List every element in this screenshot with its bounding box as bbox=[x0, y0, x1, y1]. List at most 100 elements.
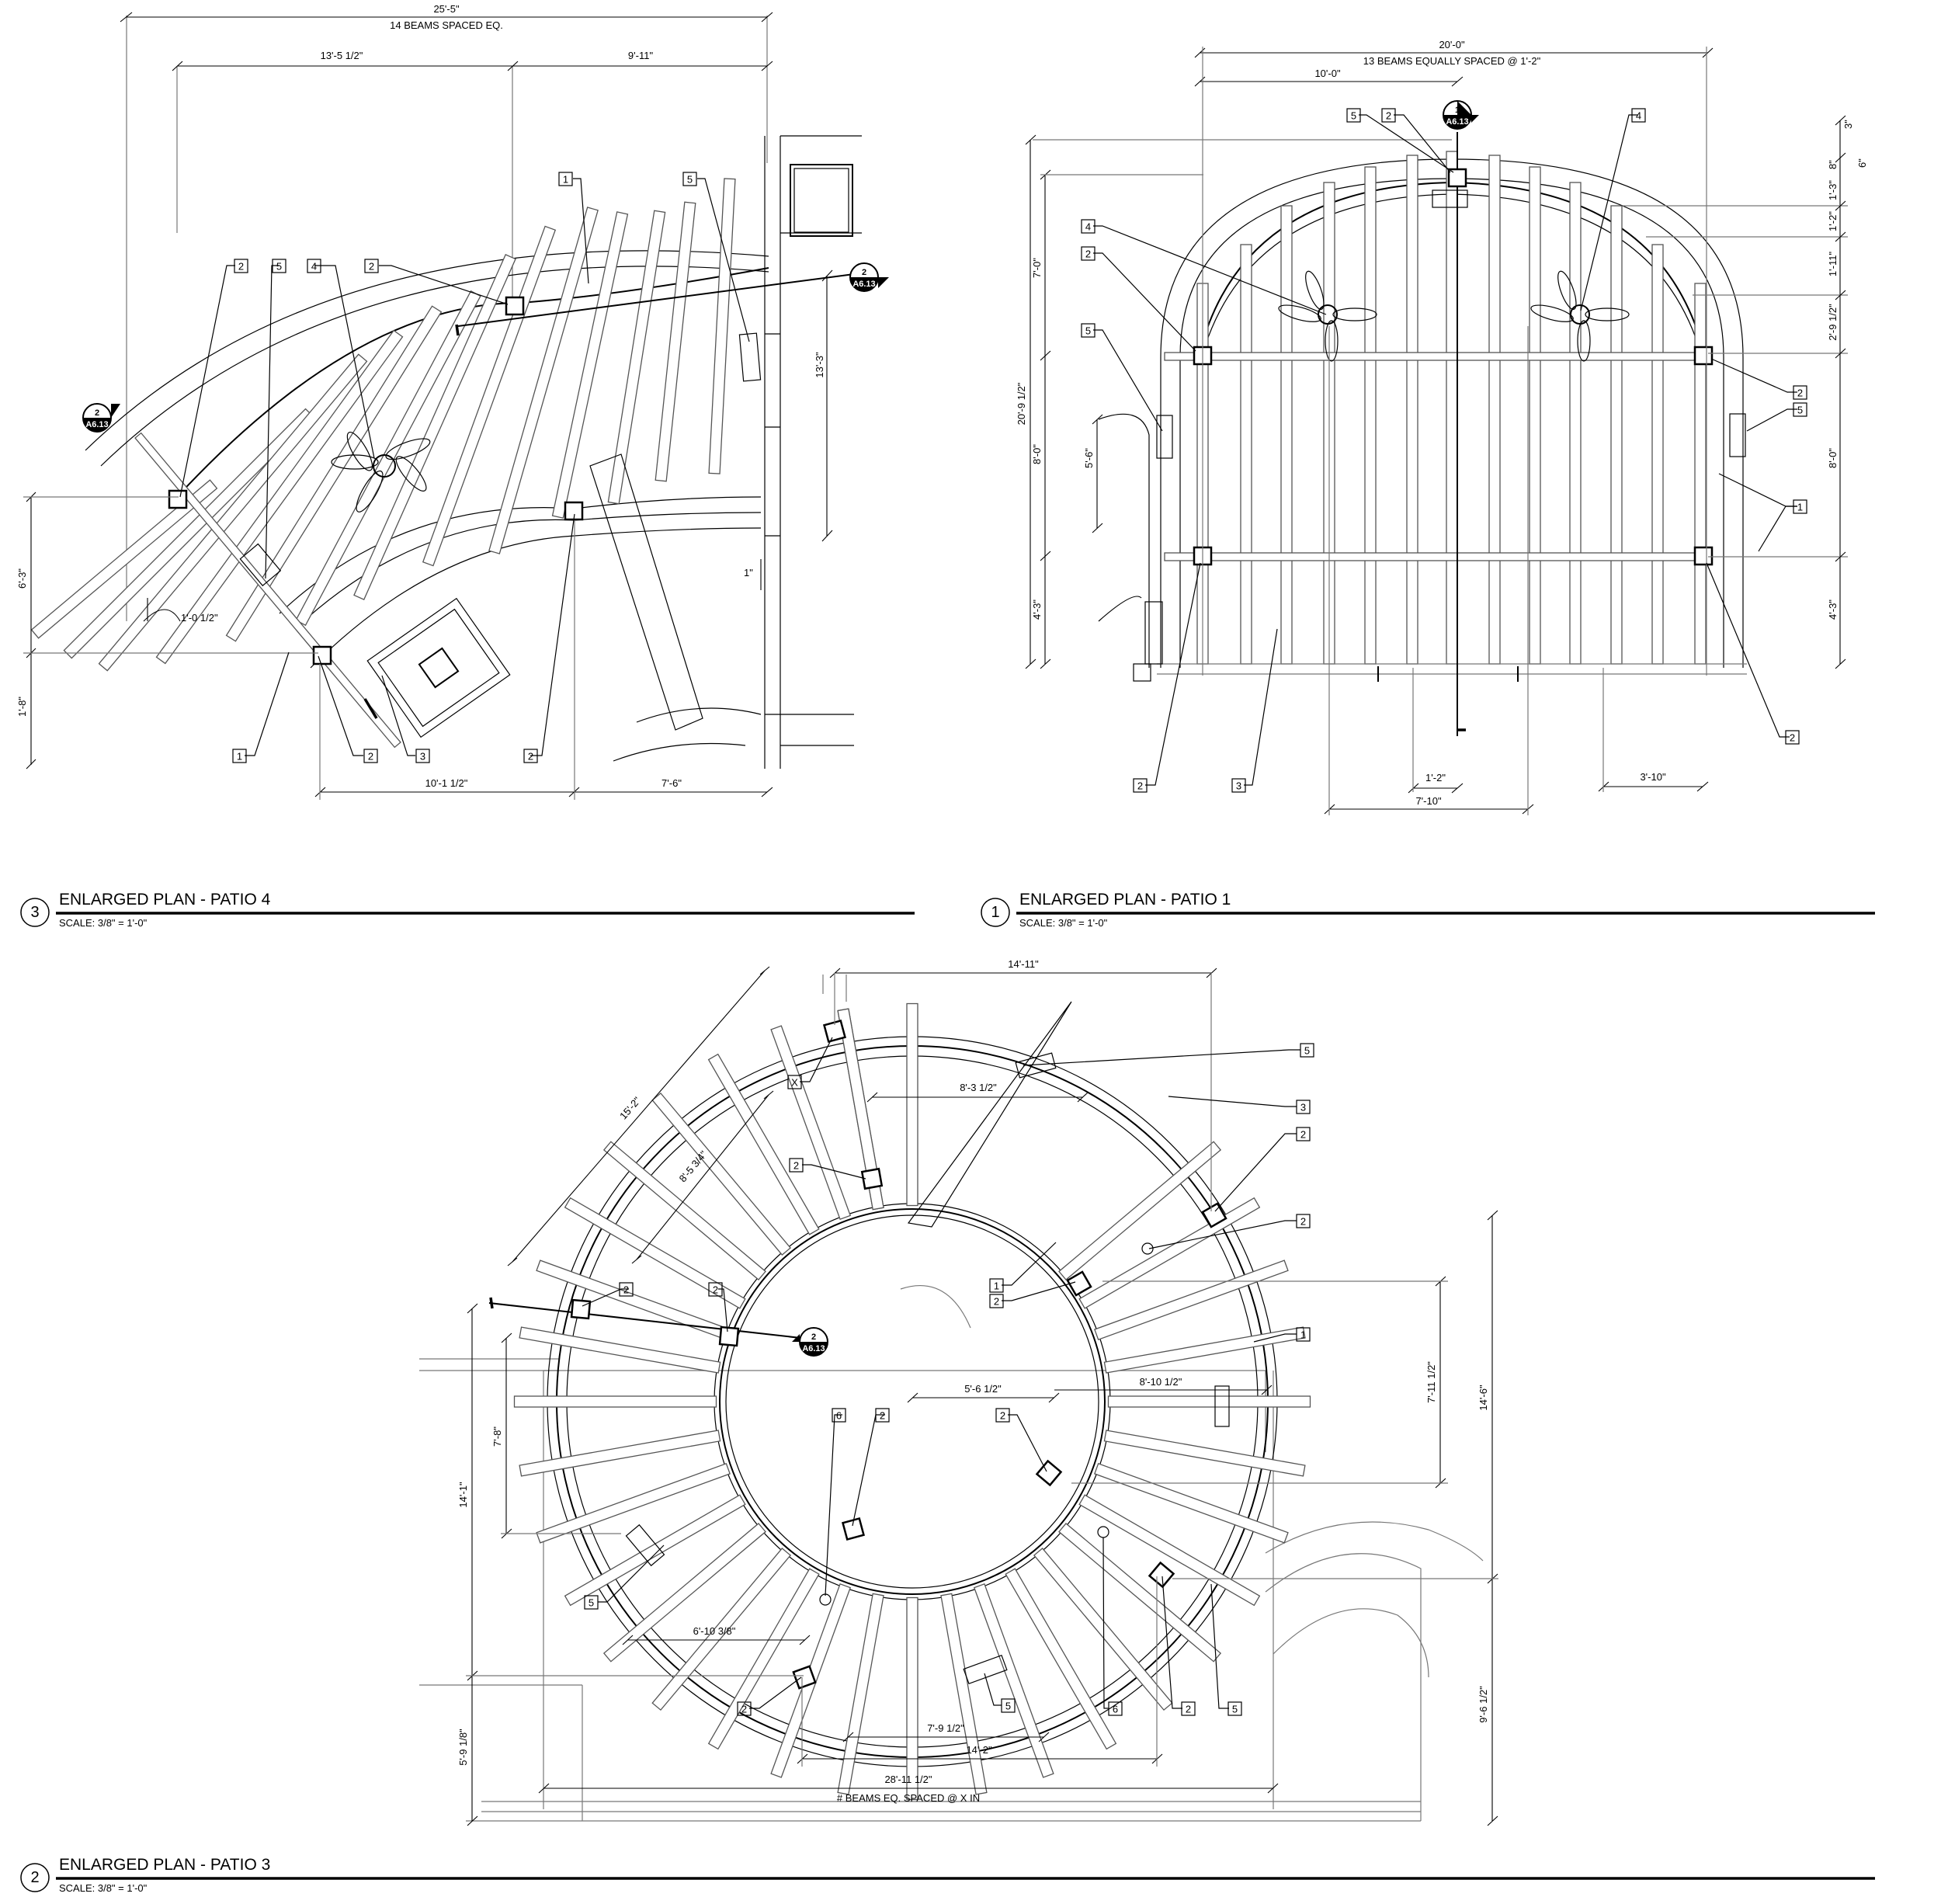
patio3-post bbox=[860, 1167, 884, 1190]
patio3-beam bbox=[1058, 1141, 1222, 1281]
patio4-post bbox=[168, 489, 188, 509]
patio3-beam bbox=[906, 1002, 918, 1207]
tag: 5 bbox=[1085, 325, 1091, 337]
patio1-dim-1: 10'-0" bbox=[1314, 68, 1341, 79]
patio4-dim-5: 1'-8" bbox=[16, 697, 28, 717]
patio1-number: 1 bbox=[991, 904, 999, 921]
heater-icon bbox=[625, 1524, 665, 1567]
svg-text:1: 1 bbox=[1455, 106, 1460, 115]
patio1-dim-r5: 1'-2" bbox=[1827, 211, 1839, 231]
patio3-dim-right-v3: 9'-6 1/2" bbox=[1477, 1686, 1489, 1723]
patio4-dim-1: 13'-5 1/2" bbox=[321, 50, 363, 61]
patio1-dim-overall: 20'-0" bbox=[1439, 39, 1465, 50]
tag: 3 bbox=[1300, 1102, 1306, 1114]
patio3-post bbox=[841, 1517, 866, 1541]
section-marker-icon: 2 A6.13 bbox=[792, 1327, 828, 1357]
patio3-post bbox=[1035, 1459, 1063, 1487]
patio1-beams bbox=[1196, 151, 1707, 665]
tag: 2 bbox=[994, 1296, 999, 1308]
svg-text:A6.13: A6.13 bbox=[852, 280, 875, 289]
patio3-beam bbox=[1107, 1395, 1311, 1408]
patio3-beam bbox=[564, 1494, 746, 1607]
patio4-beams-note: 14 BEAMS SPACED EQ. bbox=[390, 19, 503, 31]
patio3-dim-bot1: 6'-10 3/8" bbox=[693, 1625, 736, 1637]
patio1-dim-r4: 1'-3" bbox=[1827, 180, 1839, 200]
patio3-plan: 14'-11" 15'-2" 8'-5 3/4" 8'-3 1/2" 5'-6 … bbox=[419, 958, 1498, 1826]
tag: 5 bbox=[1005, 1701, 1011, 1712]
patio3-dim-right-v1: 7'-11 1/2" bbox=[1425, 1361, 1437, 1403]
tag: 6 bbox=[1113, 1704, 1118, 1715]
patio3-dim-diag1: 15'-2" bbox=[617, 1094, 643, 1121]
patio3-beam bbox=[1103, 1430, 1306, 1477]
ceiling-fan-icon bbox=[331, 432, 431, 512]
patio4-post bbox=[505, 296, 525, 316]
patio3-dim-right-inner: 8'-10 1/2" bbox=[1140, 1376, 1182, 1388]
patio4-beams bbox=[30, 178, 736, 672]
patio3-beam bbox=[602, 1141, 766, 1281]
patio1-plan: 20'-0" 13 BEAMS EQUALLY SPACED @ 1'-2" 1… bbox=[1016, 39, 1868, 815]
patio3-title: ENLARGED PLAN - PATIO 3 bbox=[59, 1856, 270, 1874]
tag: 2 bbox=[368, 751, 373, 763]
patio3-post bbox=[1148, 1561, 1175, 1589]
patio3-beam bbox=[1094, 1462, 1289, 1544]
patio4-title: ENLARGED PLAN - PATIO 4 bbox=[59, 891, 271, 909]
heater-icon bbox=[1214, 1385, 1230, 1427]
patio3-post bbox=[822, 1019, 847, 1044]
heater-icon bbox=[738, 332, 762, 382]
section-marker-icon: 1 A6.13 bbox=[1443, 100, 1479, 130]
patio3-beam bbox=[536, 1462, 731, 1544]
ceiling-fan-icon bbox=[1278, 270, 1377, 362]
tag: 2 bbox=[741, 1704, 747, 1715]
patio3-beam bbox=[837, 1593, 884, 1795]
tag: 5 bbox=[1797, 405, 1803, 416]
patio3-dim-bot4: 28'-11 1/2" bbox=[884, 1774, 932, 1785]
patio1-dimensions: 20'-0" 13 BEAMS EQUALLY SPACED @ 1'-2" 1… bbox=[1016, 39, 1868, 815]
patio3-dim-left-v2: 14'-1" bbox=[457, 1482, 469, 1508]
tag: 1 bbox=[237, 751, 242, 763]
patio1-dim-r1: 3" bbox=[1842, 120, 1854, 129]
tag: 2 bbox=[1300, 1129, 1306, 1141]
patio3-dim-bot2: 7'-9 1/2" bbox=[927, 1722, 964, 1734]
patio1-callouts: 5 2 4 4 2 5 2 5 1 2 2 3 bbox=[1081, 108, 1807, 793]
patio3-beam bbox=[564, 1197, 746, 1309]
heater-icon bbox=[239, 543, 282, 587]
tag: 2 bbox=[1000, 1410, 1005, 1422]
patio1-dim-r2: 6" bbox=[1856, 158, 1868, 168]
heater-icon bbox=[1156, 415, 1173, 459]
patio1-post bbox=[1447, 168, 1467, 188]
patio3-dim-center: 5'-6 1/2" bbox=[964, 1383, 1002, 1395]
tag: 5 bbox=[1232, 1704, 1238, 1715]
tag: 2 bbox=[793, 1160, 799, 1172]
tag: 2 bbox=[1300, 1216, 1306, 1228]
patio1-dim-l2: 8'-0" bbox=[1031, 444, 1043, 464]
tag: 2 bbox=[1085, 248, 1091, 260]
marker-icon bbox=[819, 1593, 832, 1606]
tag: 4 bbox=[1085, 221, 1091, 233]
tag: X bbox=[791, 1077, 798, 1089]
patio3-beam bbox=[1103, 1326, 1306, 1374]
patio3-beam bbox=[1058, 1522, 1222, 1663]
patio3-scale: SCALE: 3/8" = 1'-0" bbox=[59, 1882, 148, 1894]
patio3-dim-top: 14'-11" bbox=[1008, 958, 1039, 970]
patio3-beam bbox=[707, 1568, 820, 1750]
svg-text:A6.13: A6.13 bbox=[85, 420, 108, 429]
tag: 5 bbox=[1351, 110, 1356, 122]
tag: 1 bbox=[563, 174, 568, 186]
heater-icon bbox=[963, 1654, 1008, 1685]
patio1-dim-left-total: 20'-9 1/2" bbox=[1016, 382, 1027, 425]
patio1-dim-l4: 4'-3" bbox=[1031, 599, 1043, 620]
patio3-beam bbox=[1005, 1568, 1117, 1750]
patio1-dim-l1: 7'-0" bbox=[1031, 258, 1043, 278]
heater-icon bbox=[1729, 413, 1746, 457]
patio3-beam bbox=[651, 1092, 792, 1256]
tag: 5 bbox=[1304, 1045, 1310, 1057]
patio3-dim-left-v3: 5'-9 1/8" bbox=[457, 1729, 469, 1766]
patio1-dim-b1: 1'-2" bbox=[1425, 772, 1446, 783]
patio3-dim-bot3: 14'-2" bbox=[966, 1744, 992, 1756]
tag: 2 bbox=[880, 1410, 885, 1422]
tag: 2 bbox=[623, 1284, 629, 1296]
patio3-posts bbox=[570, 1019, 1227, 1690]
tag: 2 bbox=[1790, 732, 1795, 744]
tag: 5 bbox=[687, 174, 693, 186]
